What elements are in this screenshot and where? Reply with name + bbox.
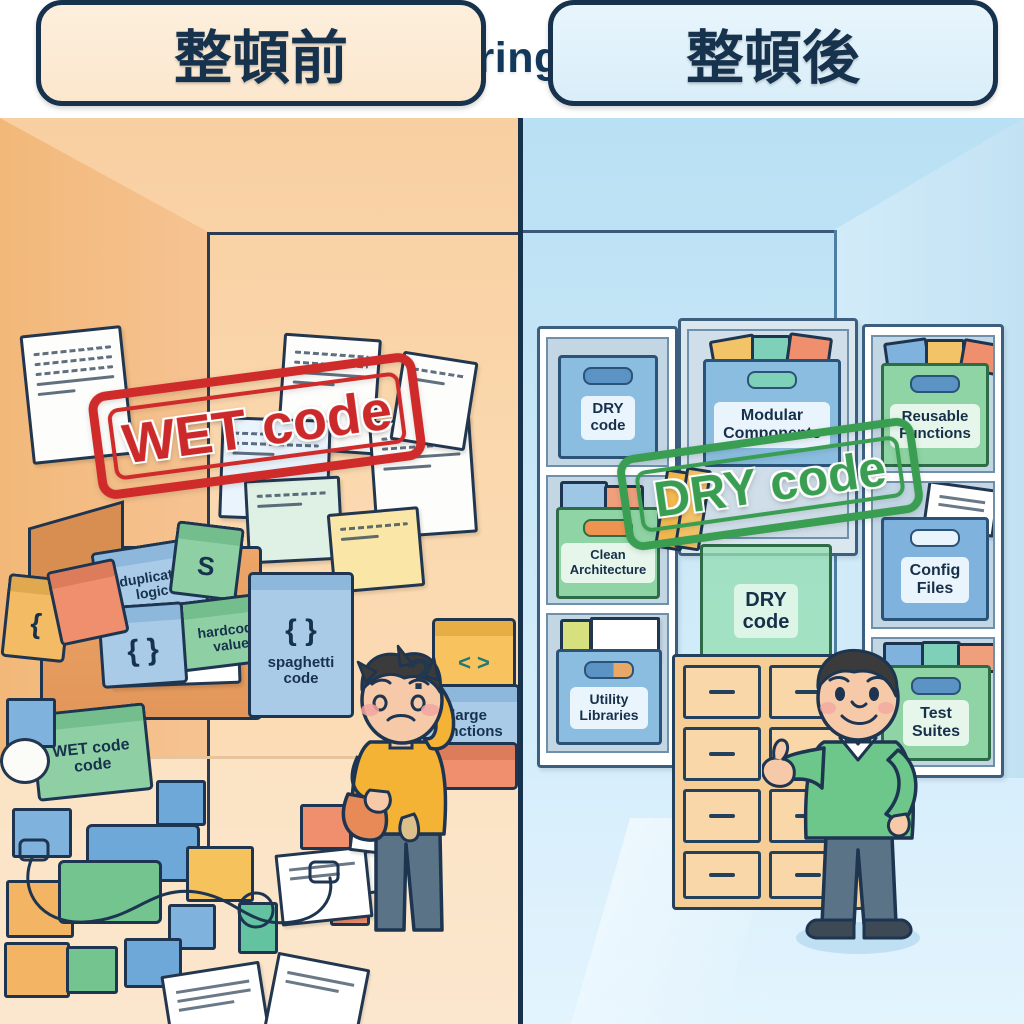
confused-developer: [341, 644, 456, 932]
happy-developer: [762, 648, 920, 954]
room-scene: MESSY CODE duplicate logic S hardcoded v…: [0, 118, 1024, 1024]
drawer[interactable]: [683, 665, 761, 719]
floor-cube: [58, 860, 162, 924]
bin-reusable-functions: Reusable Functions: [881, 363, 989, 467]
floor-cube: [12, 808, 72, 858]
bin-dry-code-center: DRY code: [700, 544, 832, 660]
shelf-cell: Modular Components: [687, 329, 849, 539]
banner-before: 整頓前: [36, 0, 486, 106]
shelf-unit-right: Reusable Functions Config Files: [862, 324, 1004, 778]
bin-label: Clean Architecture: [560, 543, 656, 583]
shelf-unit-middle: Modular Components: [678, 318, 858, 556]
bin-handle: [910, 529, 960, 547]
right-wall-ceiling-line: [520, 230, 836, 233]
shelf-unit-left: DRY code Clean Architecture: [537, 326, 678, 768]
shelf-cell: Reusable Functions: [871, 335, 995, 473]
banner-before-label: 整頓前: [173, 26, 348, 91]
left-floor-line: [0, 756, 520, 759]
bin-handle: [910, 375, 960, 393]
bin-utility-libraries: Utility Libraries: [556, 649, 662, 745]
bin-handle: [584, 661, 634, 679]
bin-label: Reusable Functions: [890, 404, 980, 448]
tangled-cable: [18, 838, 340, 929]
banner-after-label: 整頓後: [685, 26, 860, 91]
bin-handle: [583, 367, 633, 385]
code-block-spaghetti-code: { } spaghetti code: [248, 572, 354, 718]
bin-label: Config Files: [900, 557, 970, 603]
floor-cube: [66, 946, 118, 994]
floor-cube: [4, 942, 70, 998]
crumpled-paper: [0, 738, 50, 784]
shelf-cell: Test Suites: [871, 637, 995, 767]
bin-handle: [911, 677, 961, 695]
shelf-cell: Utility Libraries: [546, 613, 669, 753]
code-block-orange-low: [434, 742, 518, 790]
bin-label: Test Suites: [902, 700, 969, 746]
bin-config-files: Config Files: [881, 517, 989, 621]
bin-handle: [747, 371, 797, 389]
shelf-cell: DRY code: [546, 337, 669, 467]
shelf-cell: Config Files: [871, 481, 995, 629]
bin-label: Modular Components: [714, 402, 830, 448]
question-mark: ?: [406, 650, 433, 699]
bin-dry-code: DRY code: [558, 355, 658, 459]
bin-label: DRY code: [733, 583, 799, 639]
bin-clean-architecture: Clean Architecture: [556, 507, 660, 599]
panel-divider: [518, 118, 523, 1024]
shelf-cell: Clean Architecture: [546, 475, 669, 605]
drawer[interactable]: [683, 789, 761, 843]
bin-modular-components: Modular Components: [703, 359, 841, 467]
drawer[interactable]: [683, 851, 761, 899]
banner-after: 整頓後: [548, 0, 998, 106]
drawer[interactable]: [683, 727, 761, 781]
bin-label: DRY code: [581, 396, 635, 440]
bin-label: Utility Libraries: [570, 687, 648, 729]
left-wall-ceiling-line: [208, 232, 520, 235]
bin-handle: [583, 519, 633, 537]
code-block-brace-green: S: [168, 520, 245, 602]
